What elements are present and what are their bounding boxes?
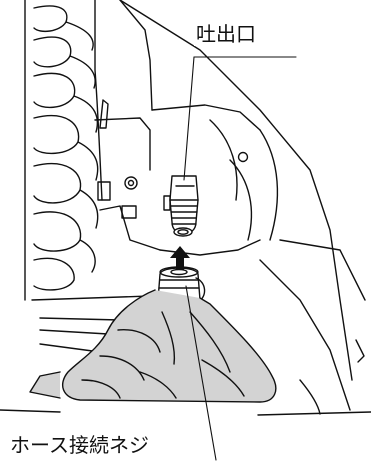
outlet-fitting xyxy=(164,176,198,236)
hose-screw-callout: ホース接続ネジ xyxy=(8,433,151,457)
up-arrow-icon xyxy=(170,246,190,270)
spring-coil-body xyxy=(25,0,98,300)
outlet-callout: 吐出口 xyxy=(194,22,258,46)
outlet-leader xyxy=(184,57,194,180)
hand-glove xyxy=(30,290,276,402)
